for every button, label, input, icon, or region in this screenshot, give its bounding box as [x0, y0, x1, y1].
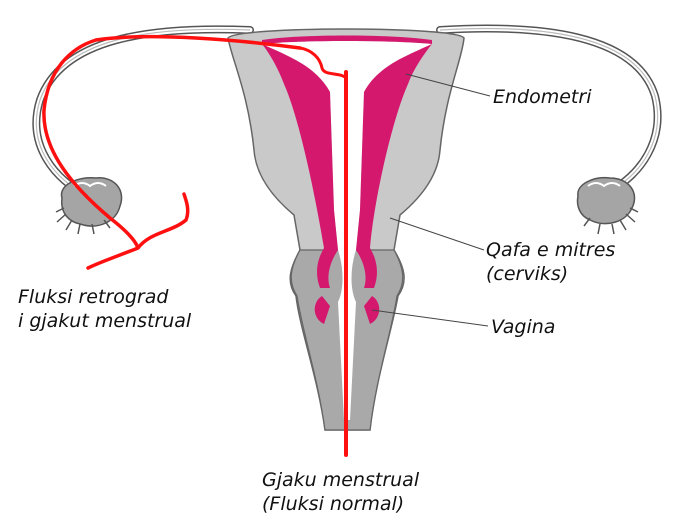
leader-vagina: [371, 309, 489, 327]
left-ovary: [55, 177, 123, 235]
label-vagina: Vagina: [491, 316, 556, 338]
label-menstrual-line2: (Fluksi normal): [262, 493, 405, 515]
leader-lines: [371, 73, 491, 327]
label-retrograde-line2: i gjakut menstrual: [18, 310, 192, 332]
endometrium-right: [356, 44, 432, 288]
normal-flow-top-curl: [298, 46, 348, 80]
label-retrograde-line1: Fluksi retrograd: [18, 286, 169, 308]
label-cervix-line1: Qafa e mitres: [486, 239, 616, 261]
right-ovary: [576, 176, 639, 235]
fundus-lining: [262, 35, 432, 44]
vaginal-lining: [314, 296, 380, 324]
label-cervix-line2: (cerviks): [486, 263, 569, 285]
leader-endometrium: [405, 73, 491, 97]
right-fallopian-tube: [436, 24, 662, 196]
retrograde-menstrual-flow: [42, 34, 302, 270]
leader-cervix: [389, 217, 485, 251]
endometrium-left: [262, 44, 338, 288]
label-menstrual-line1: Gjaku menstrual: [262, 469, 420, 491]
left-fallopian-tube: [32, 25, 254, 200]
label-endometrium: Endometri: [493, 86, 592, 108]
